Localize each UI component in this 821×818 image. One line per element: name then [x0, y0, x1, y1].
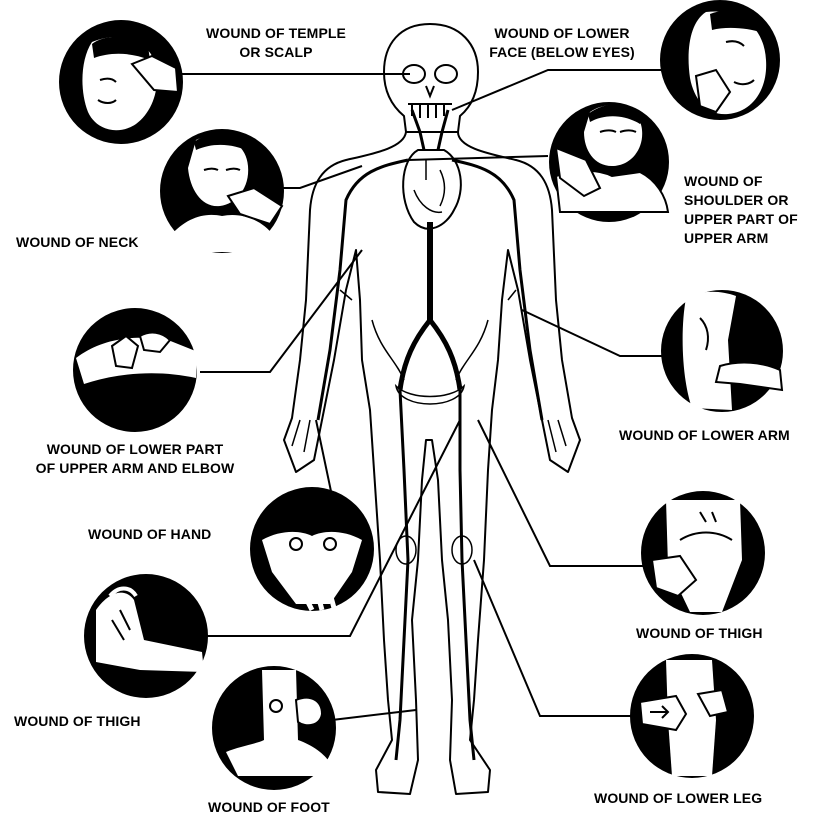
inset-neck [160, 129, 284, 253]
inset-thigh-left [84, 574, 208, 698]
inset-temple [59, 20, 183, 144]
inset-hand [250, 487, 374, 611]
label-wound-temple: WOUND OF TEMPLE OR SCALP [184, 24, 368, 62]
inset-lower-leg [630, 654, 754, 778]
label-wound-lower-arm: WOUND OF LOWER ARM [619, 426, 790, 445]
inset-lower-face [660, 0, 780, 120]
label-wound-shoulder: WOUND OF SHOULDER OR UPPER PART OF UPPER… [684, 172, 798, 248]
inset-thigh-right [641, 491, 765, 615]
inset-lower-arm [661, 290, 783, 412]
label-wound-lower-face: WOUND OF LOWER FACE (BELOW EYES) [472, 24, 652, 62]
label-wound-foot: WOUND OF FOOT [208, 798, 330, 817]
inset-elbow [73, 308, 198, 432]
inset-foot [212, 666, 336, 790]
label-wound-thigh-right: WOUND OF THIGH [636, 624, 763, 643]
label-wound-lower-upper-arm: WOUND OF LOWER PART OF UPPER ARM AND ELB… [0, 440, 270, 478]
label-wound-thigh-left: WOUND OF THIGH [14, 712, 141, 731]
body-outline [284, 24, 580, 794]
inset-shoulder [549, 102, 669, 222]
label-wound-neck: WOUND OF NECK [16, 233, 139, 252]
label-wound-hand: WOUND OF HAND [88, 525, 211, 544]
label-wound-lower-leg: WOUND OF LOWER LEG [594, 789, 762, 808]
